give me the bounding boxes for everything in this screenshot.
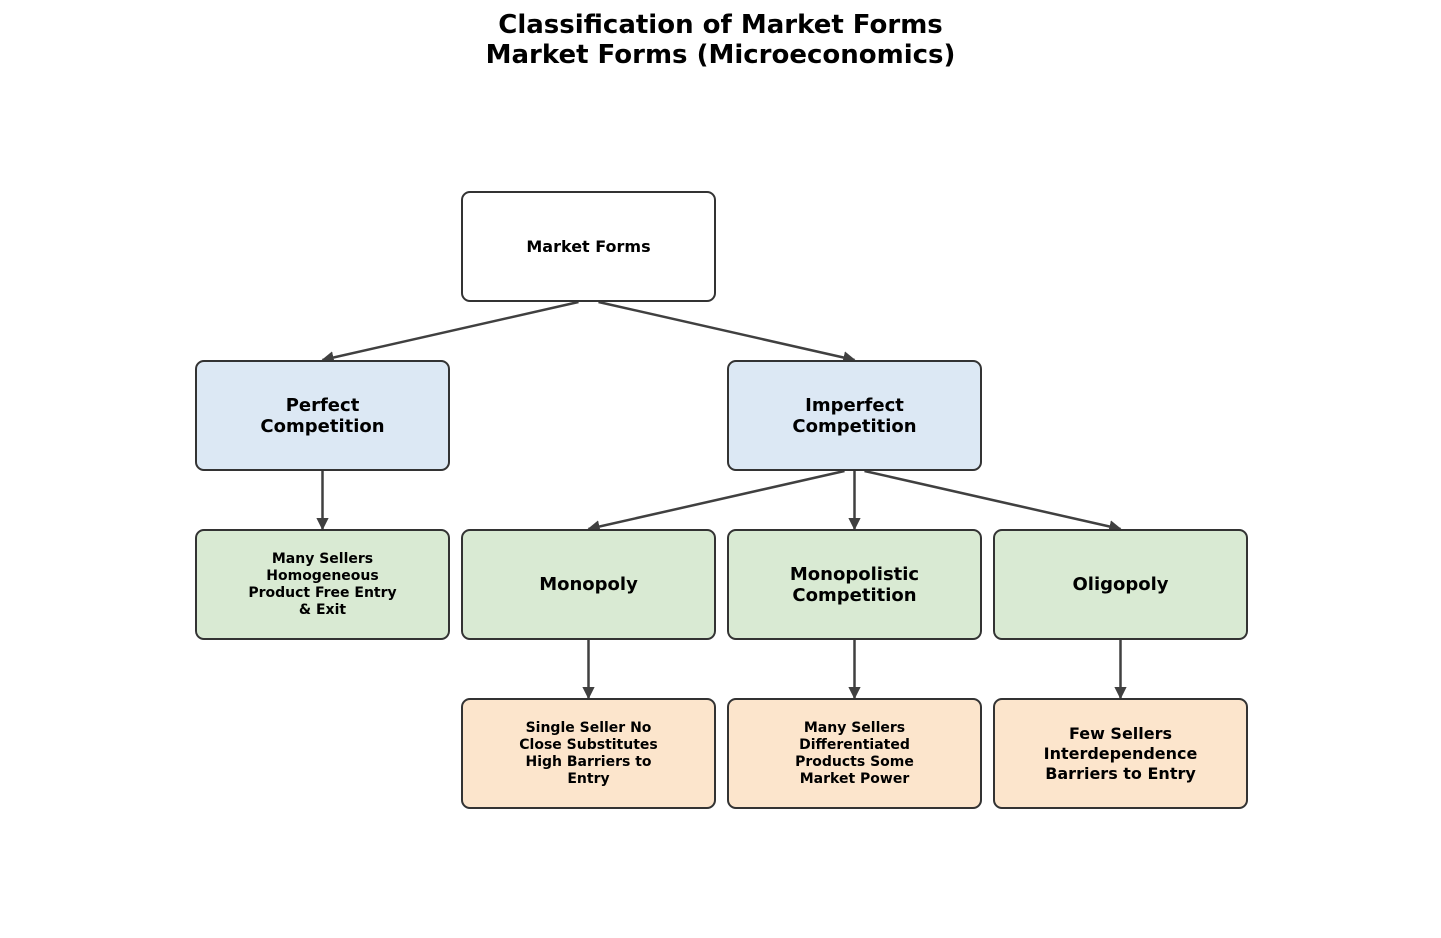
node-monopoly: Monopoly (461, 529, 716, 640)
diagram-title: Classification of Market Forms (498, 10, 943, 40)
node-monopolistic-competition-traits: Many Sellers Differentiated Products Som… (727, 698, 982, 809)
node-oligopoly: Oligopoly (993, 529, 1248, 640)
edge-imperfect-to-monopoly (587, 469, 845, 533)
edge-imperfect-to-oligopoly (864, 469, 1122, 533)
node-monopoly-traits: Single Seller No Close Substitutes High … (461, 698, 716, 809)
edge-root-to-perfect (321, 300, 579, 364)
node-perfect-competition: Perfect Competition (195, 360, 450, 471)
edge-root-to-imperfect (598, 300, 856, 364)
node-oligopoly-traits: Few Sellers Interdependence Barriers to … (993, 698, 1248, 809)
node-market-forms: Market Forms (461, 191, 716, 302)
node-monopolistic-competition: Monopolistic Competition (727, 529, 982, 640)
node-imperfect-competition: Imperfect Competition (727, 360, 982, 471)
diagram-subtitle: Market Forms (Microeconomics) (485, 40, 956, 70)
node-perfect-competition-traits: Many Sellers Homogeneous Product Free En… (195, 529, 450, 640)
